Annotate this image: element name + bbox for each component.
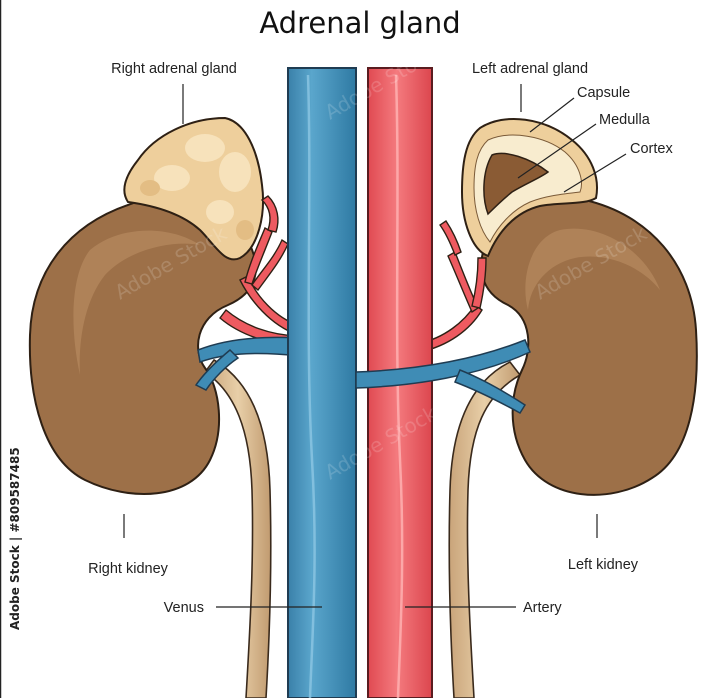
svg-text:Adobe Stock: Adobe Stock: [551, 541, 672, 624]
left-kidney: [480, 196, 698, 496]
right-adrenal-arteries: [219, 195, 299, 346]
right-renal-vein: [194, 336, 301, 391]
label-medulla: Medulla: [599, 112, 651, 128]
stock-credit: Adobe Stock | #809587485: [8, 447, 22, 630]
left-adrenal-arteries: [419, 220, 487, 353]
right-adrenal-gland: [123, 116, 264, 261]
label-capsule: Capsule: [577, 85, 630, 101]
diagram-title: Adrenal gland: [259, 6, 460, 40]
leader-capsule: [529, 97, 575, 133]
left-renal-vein: [355, 339, 531, 414]
label-left-kidney: Left kidney: [568, 557, 639, 573]
label-right-adrenal-gland: Right adrenal gland: [111, 61, 237, 77]
leader-cortex: [563, 153, 627, 193]
label-right-kidney: Right kidney: [88, 561, 169, 577]
label-artery: Artery: [523, 600, 562, 616]
label-venus: Venus: [164, 600, 204, 616]
label-cortex: Cortex: [630, 141, 673, 157]
leader-medulla: [517, 123, 597, 179]
label-left-adrenal-gland: Left adrenal gland: [472, 61, 588, 77]
left-ureter: [448, 360, 522, 698]
left-adrenal-gland: [460, 117, 598, 258]
vena-cava: [287, 67, 357, 698]
